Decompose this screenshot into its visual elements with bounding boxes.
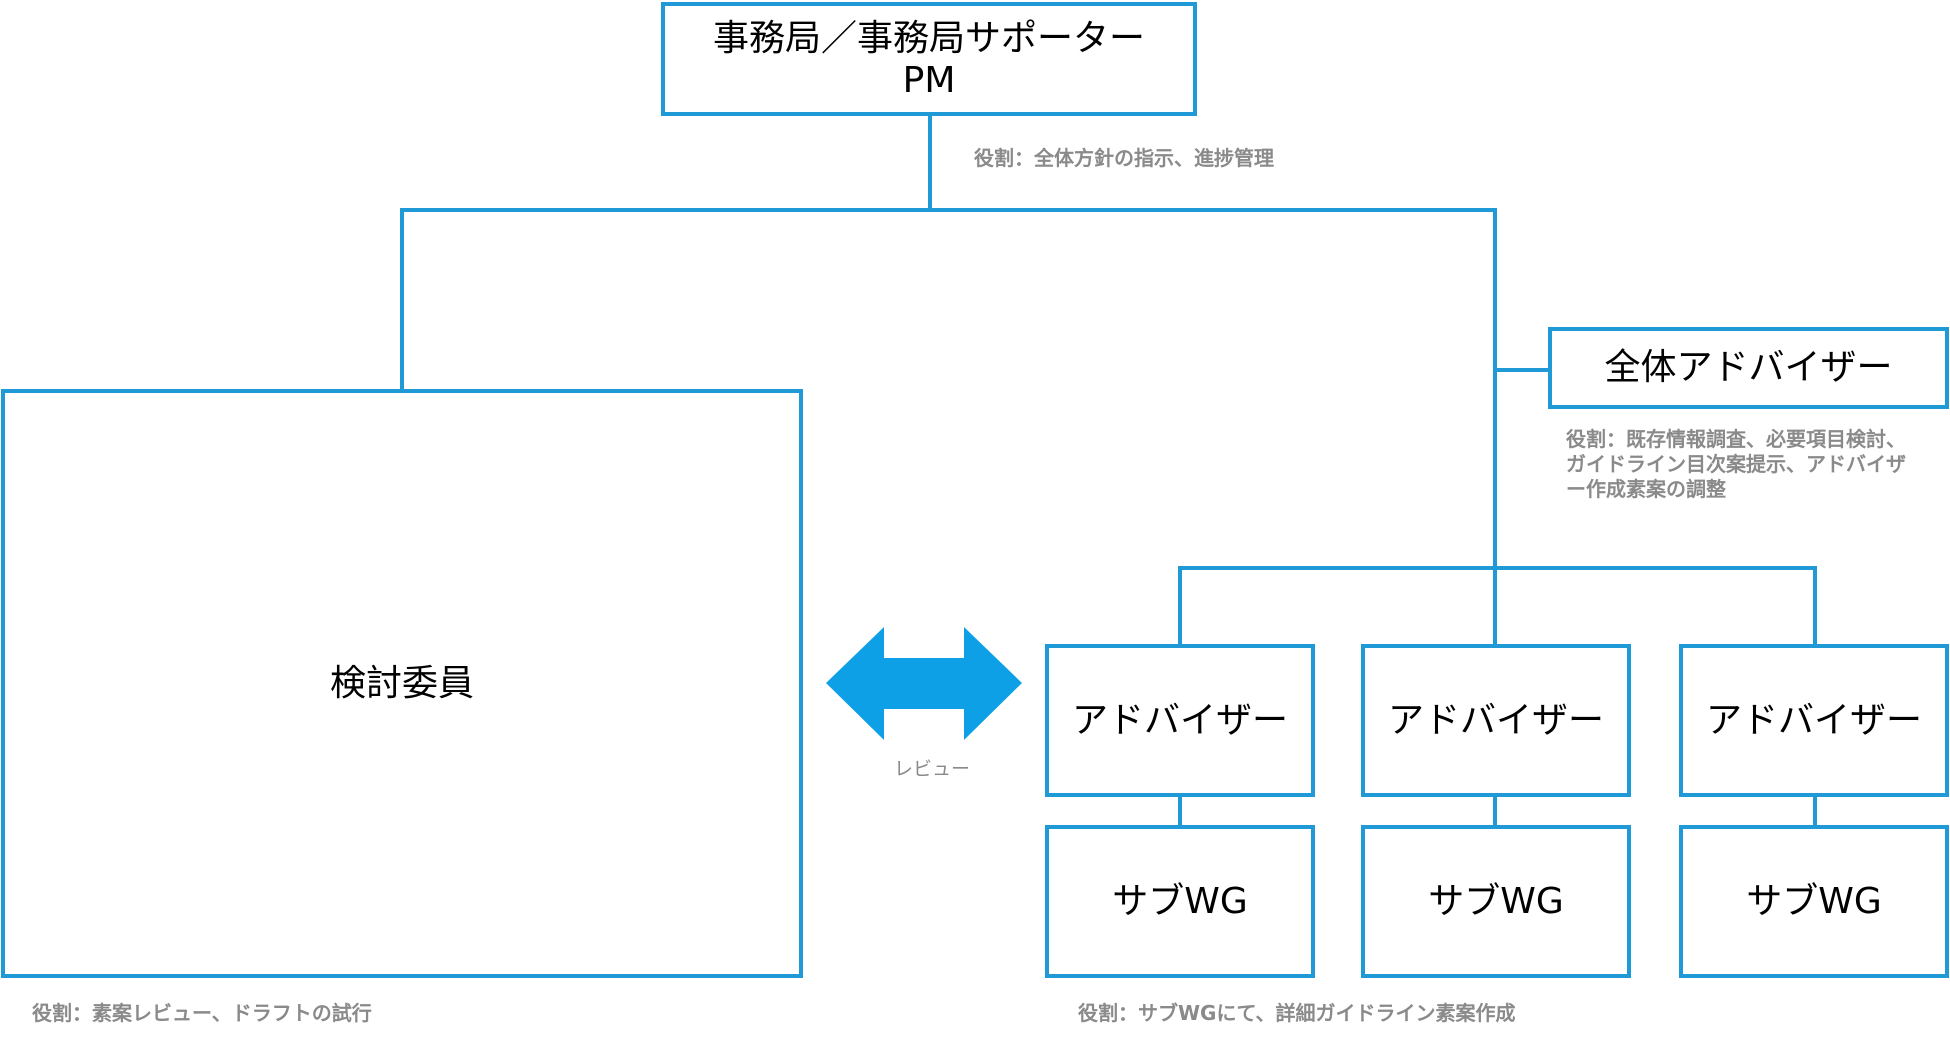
subwg-box-2: サブWG [1361,825,1631,978]
subwg-title-2: サブWG [1428,880,1564,922]
secretariat-box: 事務局／事務局サポーター PM [661,2,1197,116]
adviser-title-2: アドバイザー [1387,699,1604,741]
adviser-box-2: アドバイザー [1361,644,1631,797]
secretariat-title: 事務局／事務局サポーター [712,18,1145,59]
adviser-box-3: アドバイザー [1679,644,1949,797]
subwg-title-1: サブWG [1112,880,1248,922]
overall-adviser-role-note: 役割：既存情報調査、必要項目検討、ガイドライン目次案提示、アドバイザー作成素案の… [1566,427,1906,501]
subwg-title-3: サブWG [1746,880,1882,922]
secretariat-role-note: 役割：全体方針の指示、進捗管理 [974,146,1274,170]
subwg-role-note: 役割：サブWGにて、詳細ガイドライン素案作成 [1078,1001,1516,1025]
overall-adviser-box: 全体アドバイザー [1548,327,1949,409]
committee-role-note: 役割：素案レビュー、ドラフトの試行 [32,1001,372,1025]
subwg-box-3: サブWG [1679,825,1949,978]
secretariat-subtitle: PM [902,60,956,101]
review-arrow-label: レビュー [893,758,970,780]
overall-adviser-title: 全体アドバイザー [1604,347,1893,388]
committee-title: 検討委員 [329,662,474,704]
subwg-box-1: サブWG [1045,825,1315,978]
adviser-title-3: アドバイザー [1705,699,1922,741]
committee-box: 検討委員 [1,389,803,978]
double-headed-arrow-icon [826,627,1022,740]
adviser-box-1: アドバイザー [1045,644,1315,797]
adviser-title-1: アドバイザー [1071,699,1288,741]
